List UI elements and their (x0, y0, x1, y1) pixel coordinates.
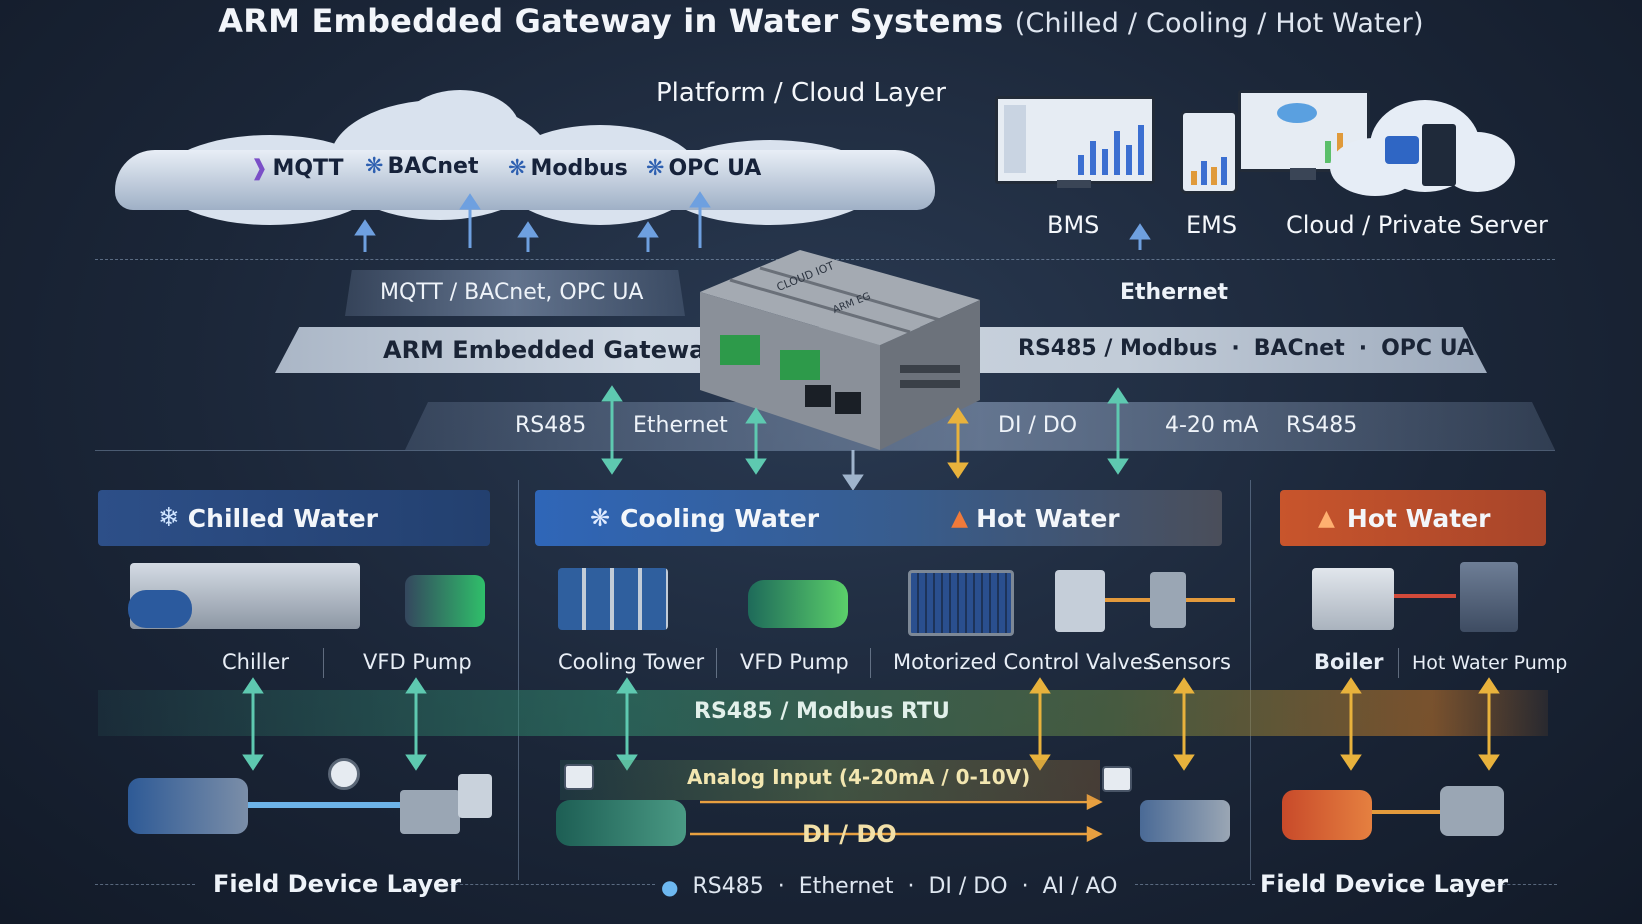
cloud-base (115, 150, 935, 210)
field-sensor-image (1102, 766, 1132, 792)
section-chilled-header: ❄ Chilled Water (98, 490, 490, 546)
system-cloud: Cloud / Private Server (1286, 211, 1548, 239)
downlink-dido: DI / DO (998, 413, 1078, 438)
protocol-mqtt: ❱ MQTT (250, 156, 344, 181)
label-divider (716, 648, 717, 678)
section-hot-header: ▲ Hot Water (1280, 490, 1546, 546)
uplink-label: MQTT / BACnet, OPC UA (380, 280, 644, 305)
equipment-vfd-pump: VFD Pump (363, 650, 472, 674)
system-ems: EMS (1186, 211, 1238, 239)
footer-left-label: Field Device Layer (213, 870, 462, 898)
downlink-band (405, 402, 1555, 450)
gateway-label: ARM Embedded Gateway (383, 336, 721, 364)
mqtt-icon: ❱ (250, 156, 269, 181)
footer-divider-left (95, 884, 195, 885)
equipment-hot-water-pump: Hot Water Pump (1412, 652, 1568, 674)
field-pump-image (128, 778, 248, 834)
equipment-control-valves: Motorized Control Valves (893, 650, 1154, 674)
downlink-4-20ma: 4-20 mA (1165, 413, 1259, 438)
protocol-opcua: ❋ OPC UA (646, 156, 762, 181)
vfd-pump-image (405, 575, 485, 627)
uplink-band (345, 270, 685, 316)
field-valve-assembly-image (1140, 800, 1230, 842)
downlink-rs485-left: RS485 (515, 413, 587, 438)
protocol-modbus: ❋ Modbus (508, 156, 628, 181)
ems-tablet (1180, 110, 1238, 194)
downlink-ethernet: Ethernet (633, 413, 728, 438)
water-drop-icon: ● (661, 874, 679, 899)
equipment-vfd-pump-2: VFD Pump (740, 650, 849, 674)
gateway-divider (95, 450, 1555, 451)
cooling-vfd-pump-image (748, 580, 848, 628)
gateway-right-protocols: RS485 / Modbus · BACnet · OPC UA (1018, 336, 1474, 361)
boiler-image (1312, 568, 1394, 630)
field-boiler-pump-image (1282, 790, 1372, 840)
flame-icon: ▲ (951, 505, 969, 531)
label-divider (323, 648, 324, 678)
system-bms: BMS (1047, 211, 1100, 239)
sensor-image (1150, 572, 1186, 628)
dido-label: DI / DO (802, 820, 897, 848)
server-icon (1422, 124, 1456, 186)
protocol-bacnet: ❋ BACnet (365, 154, 479, 179)
field-monitor-image (564, 764, 594, 790)
footer-right-label: Field Device Layer (1260, 870, 1509, 898)
title-sub: (Chilled / Cooling / Hot Water) (1014, 8, 1424, 39)
section-divider (1250, 480, 1251, 880)
cloud-server (1330, 92, 1515, 196)
control-box-image (1055, 570, 1105, 632)
equipment-cooling-tower: Cooling Tower (558, 650, 705, 674)
section-cooling-header: ❋ Cooling Water ▲ Hot Water (535, 490, 1222, 546)
field-meter-image (458, 774, 492, 818)
downlink-rs485-right: RS485 (1286, 413, 1358, 438)
label-divider (1398, 648, 1399, 678)
cooling-tower-image (558, 568, 668, 630)
cloud-layer-label: Platform / Cloud Layer (656, 78, 946, 108)
chiller-pump-image (128, 590, 192, 628)
field-cooling-pump-image (556, 800, 686, 846)
section-divider (518, 480, 519, 880)
snowflake-icon: ❄ (158, 503, 180, 533)
opcua-icon: ❋ (646, 156, 665, 181)
bacnet-icon: ❋ (365, 154, 384, 179)
modbus-icon: ❋ (508, 156, 527, 181)
fan-icon: ❋ (590, 504, 611, 532)
field-hot-valve-image (1440, 786, 1504, 836)
page-title: ARM Embedded Gateway in Water Systems (C… (0, 2, 1642, 40)
hot-water-pump-image (1460, 562, 1518, 632)
lock-icon (1385, 136, 1419, 164)
analog-input-label: Analog Input (4-20mA / 0-10V) (687, 765, 1031, 789)
control-valve-panel-image (908, 570, 1014, 636)
footer-divider-right (1135, 884, 1255, 885)
field-gauge-image (328, 758, 360, 790)
field-pipe (248, 802, 408, 808)
equipment-sensors: Sensors (1148, 650, 1231, 674)
ethernet-label: Ethernet (1120, 280, 1229, 305)
analog-band (560, 760, 1100, 800)
field-valve-image (400, 790, 460, 834)
boiler-pipe (1394, 594, 1456, 598)
footer-divider-far (1497, 884, 1557, 885)
cloud-layer (0, 60, 1642, 250)
equipment-chiller: Chiller (222, 650, 290, 674)
title-main: ARM Embedded Gateway in Water Systems (218, 2, 1004, 40)
footer-interfaces: ● RS485 · Ethernet · DI / DO · AI / AO (661, 874, 1118, 899)
flame-icon: ▲ (1318, 505, 1335, 531)
rs485-bus-label: RS485 / Modbus RTU (694, 699, 950, 724)
rs485-bus (98, 690, 1548, 736)
equipment-boiler: Boiler (1314, 650, 1384, 674)
label-divider (870, 648, 871, 678)
field-hot-pipe (1372, 810, 1442, 814)
bms-monitor (995, 96, 1155, 188)
footer-divider-mid (445, 884, 655, 885)
